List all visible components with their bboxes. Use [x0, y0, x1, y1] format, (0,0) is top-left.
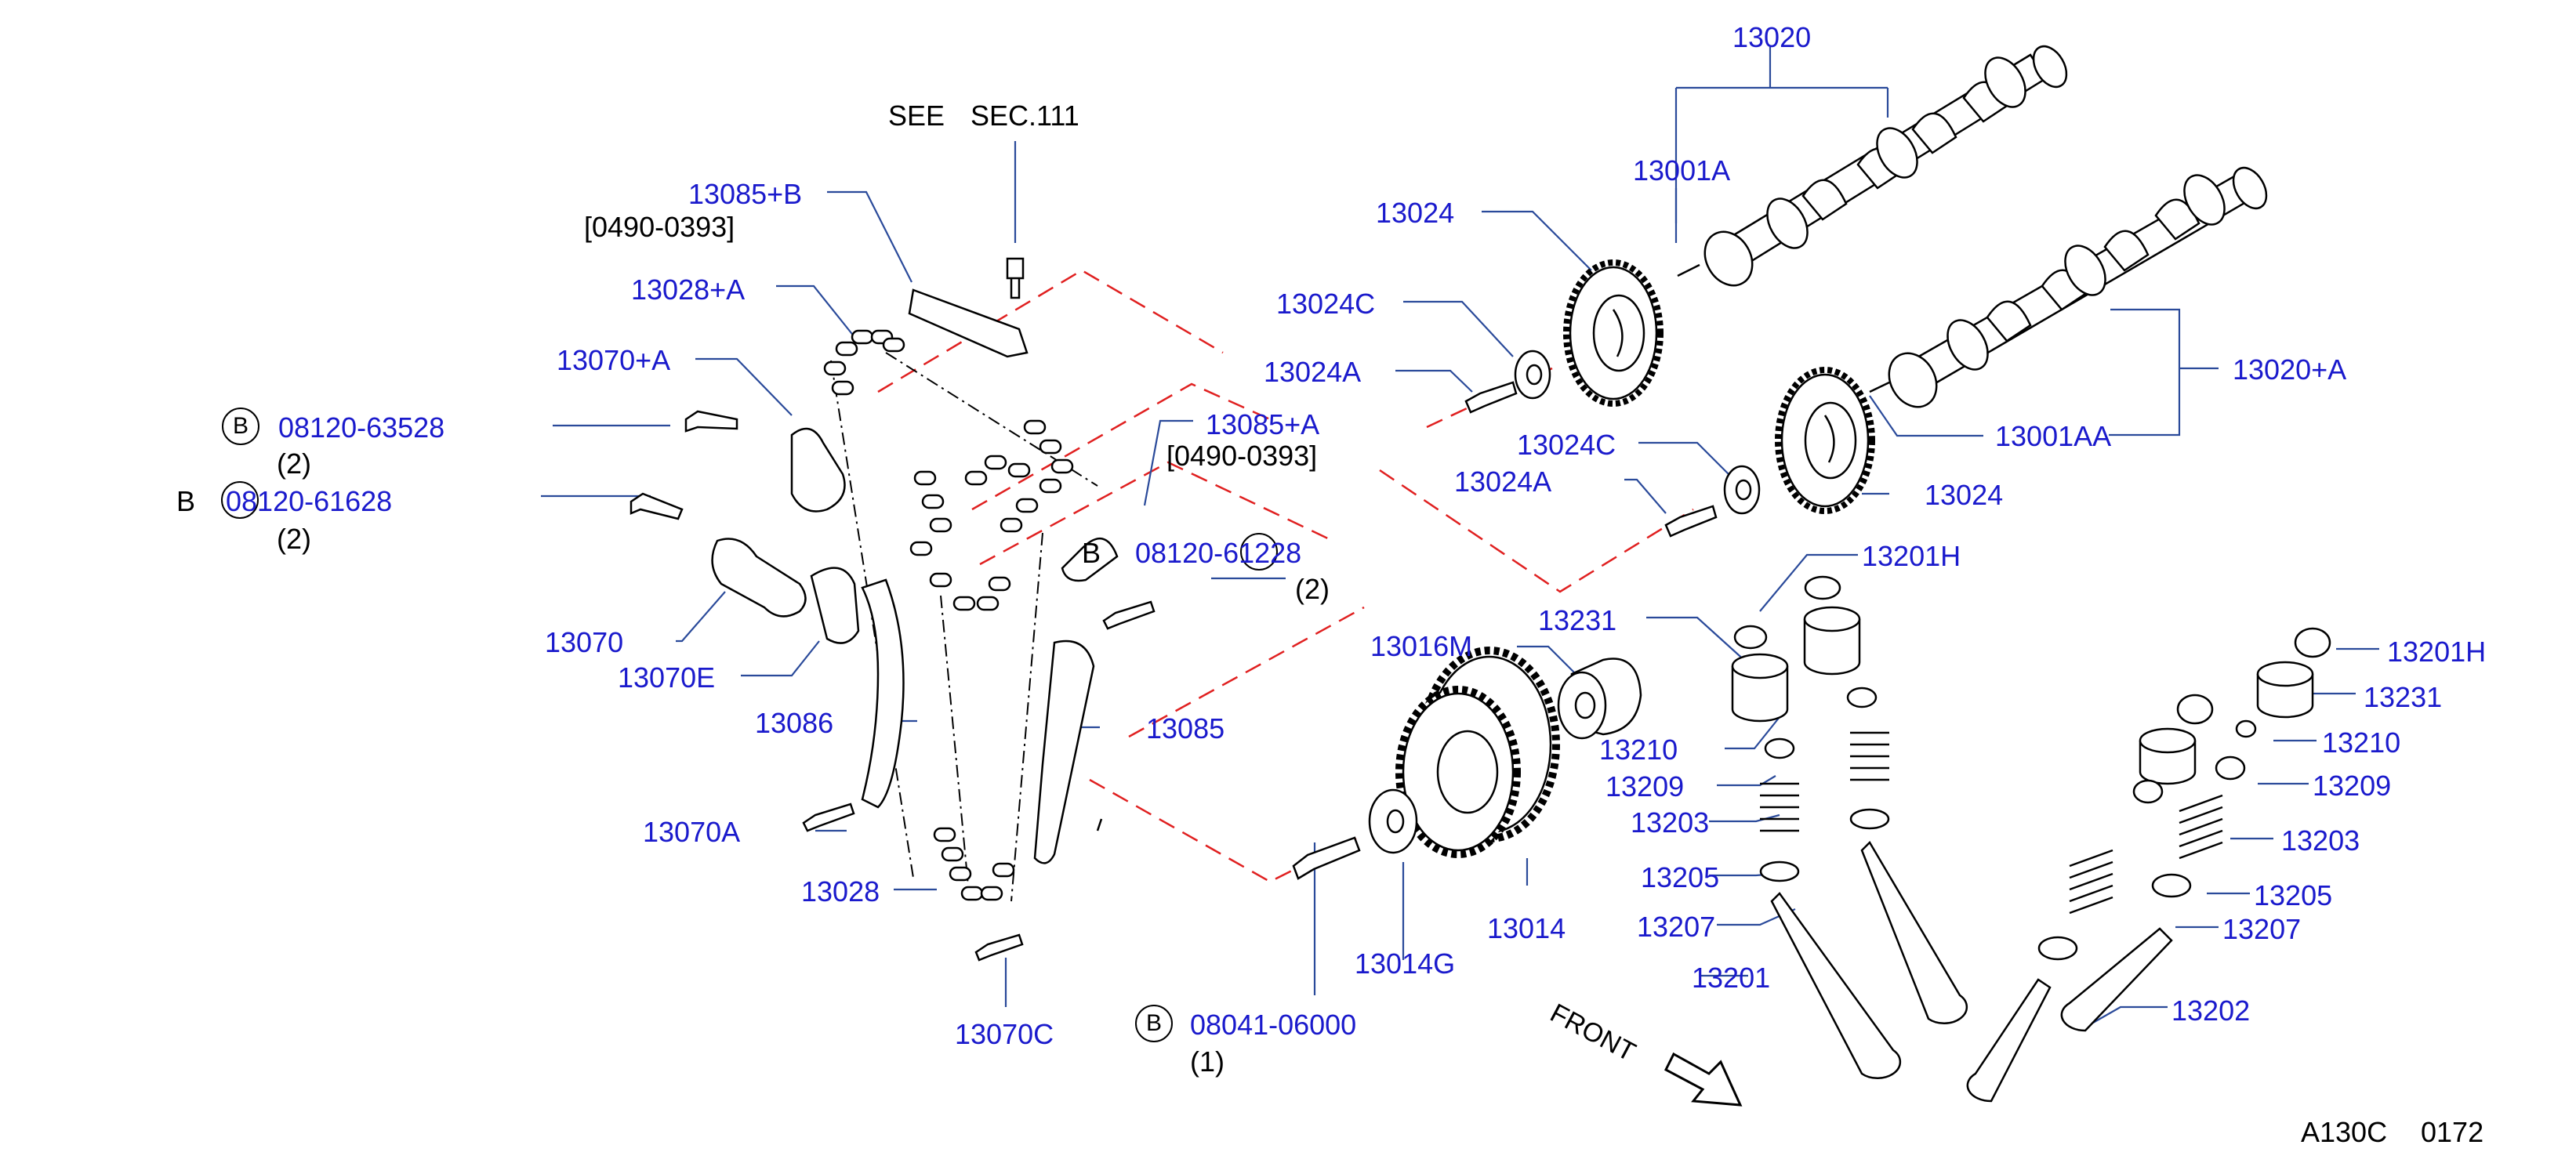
bolt-b-circle-4: B	[1135, 1005, 1173, 1042]
loose-bolts	[629, 257, 1156, 962]
part-label-13024A-lower: 13024A	[1454, 466, 1552, 498]
part-label-13085: 13085	[1146, 712, 1225, 745]
section-reference-label: SEC.111	[971, 100, 1079, 132]
part-label-13070E: 13070E	[618, 661, 716, 694]
front-label: FRONT	[1545, 998, 1640, 1068]
valve-train-right	[1966, 627, 2331, 1103]
part-label-13086: 13086	[755, 707, 834, 739]
lower-cam-sprocket	[1775, 367, 1875, 514]
part-label-13028: 13028	[801, 875, 880, 908]
upper-camshaft	[1677, 45, 2068, 287]
part-label-13209-right: 13209	[2313, 770, 2392, 802]
bolt-part-08041-06000: 08041-06000	[1190, 1009, 1357, 1041]
part-label-13231-left: 13231	[1538, 604, 1617, 636]
part-label-13070C: 13070C	[955, 1018, 1054, 1050]
part-label-13210-left: 13210	[1599, 734, 1678, 766]
crankshaft-sprocket	[1292, 647, 1642, 880]
part-label-13001A: 13001A	[1633, 154, 1731, 187]
part-label-13014: 13014	[1487, 912, 1566, 944]
bolt-part-08120-61228: 08120-61228	[1135, 537, 1302, 569]
bolt-b-circle-1: B	[222, 408, 259, 445]
part-label-13201H-left: 13201H	[1862, 540, 1961, 572]
part-label-13024-upper: 13024	[1376, 197, 1455, 229]
bolt-part-08120-63528: 08120-63528	[278, 411, 445, 444]
sprocket-washers-bolts	[1464, 350, 1761, 538]
part-label-13207-right: 13207	[2222, 913, 2302, 945]
date-range-13085B: [0490-0393]	[584, 211, 735, 243]
part-label-13070: 13070	[545, 626, 624, 658]
part-label-13201: 13201	[1692, 962, 1771, 994]
part-label-13070A-plus: 13070+A	[557, 344, 671, 376]
part-label-13085B: 13085+B	[688, 178, 803, 210]
bolt-qty-1: (2)	[277, 447, 311, 480]
part-label-13205-left: 13205	[1641, 861, 1720, 893]
part-label-13085A: 13085+A	[1206, 408, 1320, 440]
part-label-13020A: 13020+A	[2233, 353, 2347, 386]
part-label-13203-left: 13203	[1631, 806, 1710, 839]
bolt-b-circle-3	[1240, 533, 1278, 571]
date-range-13085A: [0490-0393]	[1166, 440, 1318, 472]
part-label-13203-right: 13203	[2281, 824, 2360, 857]
lower-camshaft	[1869, 166, 2268, 408]
bolt-qty-3: (2)	[1295, 573, 1330, 605]
part-label-13202: 13202	[2171, 995, 2251, 1027]
part-label-13024A-upper: 13024A	[1264, 356, 1362, 388]
bolt-b-mark-2: B	[176, 485, 196, 517]
part-label-13209-left: 13209	[1605, 770, 1685, 803]
bolt-part-08120-61628: 08120-61628	[226, 485, 393, 517]
part-label-13020: 13020	[1732, 21, 1812, 53]
part-label-13210-right: 13210	[2322, 726, 2401, 759]
bolt-b-circle-2	[221, 481, 259, 519]
part-label-13024-lower: 13024	[1925, 479, 2004, 511]
part-label-13024C-upper: 13024C	[1276, 288, 1376, 320]
part-label-13205-right: 13205	[2254, 879, 2333, 911]
part-label-13070A: 13070A	[643, 816, 741, 848]
part-label-13207-left: 13207	[1637, 911, 1716, 943]
part-label-13001AA: 13001AA	[1995, 420, 2112, 452]
diagram-reference-number: 0172	[2421, 1116, 2484, 1148]
front-direction-arrow	[1664, 1052, 1743, 1107]
part-label-13014G: 13014G	[1355, 947, 1456, 980]
part-label-13024C-lower: 13024C	[1517, 429, 1616, 461]
upper-cam-sprocket	[1563, 259, 1664, 407]
bolt-qty-2: (2)	[277, 523, 311, 555]
part-label-13016M: 13016M	[1370, 630, 1473, 662]
part-label-13201H-right: 13201H	[2387, 636, 2487, 668]
part-label-13028A: 13028+A	[631, 274, 746, 306]
valve-train-left	[1731, 575, 1968, 1080]
bolt-qty-4: (1)	[1190, 1045, 1225, 1078]
leader-lines	[541, 47, 2379, 1024]
see-label: SEE	[888, 100, 945, 132]
bolt-b-mark-3: B	[1082, 537, 1101, 569]
chain-guides-tensioners	[711, 288, 1119, 864]
part-label-13231-right: 13231	[2364, 681, 2443, 713]
diagram-reference-code: A130C	[2301, 1116, 2388, 1148]
